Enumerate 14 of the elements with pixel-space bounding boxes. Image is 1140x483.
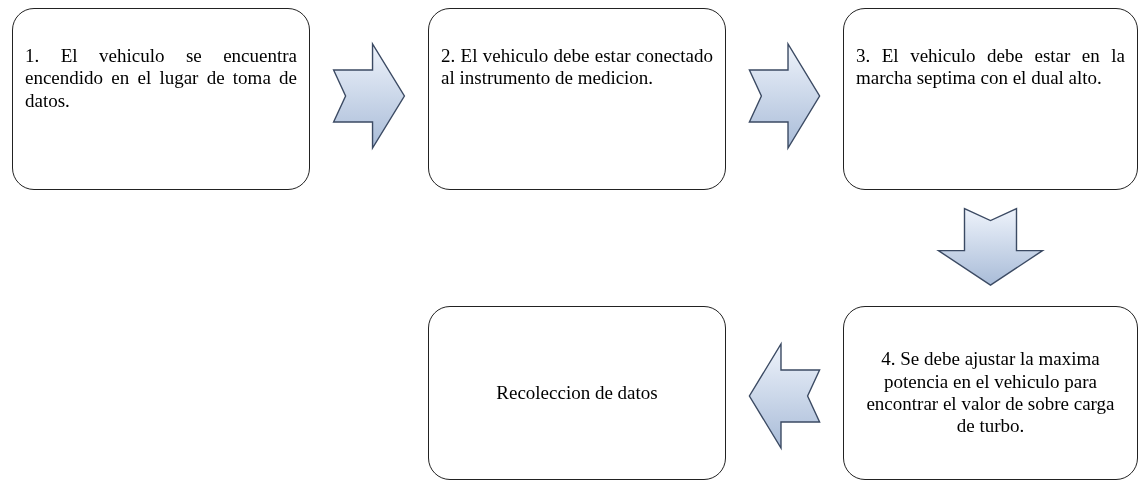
step-text: 4. Se debe ajustar la maxima potencia en el vehiculo para encontrar el valor de sobre carga de turbo. — [865, 348, 1116, 438]
step-text: 3. El vehiculo debe estar en la marcha septima con el dual alto. — [856, 45, 1125, 90]
process-box — [12, 8, 310, 190]
block-arrow — [748, 341, 821, 451]
step-text: 1. El vehiculo se encuentra encendido en el lugar de toma de datos. — [25, 45, 297, 113]
process-box — [843, 8, 1138, 190]
block-arrow — [332, 41, 406, 151]
process-box — [428, 8, 726, 190]
step-text: Recoleccion de datos — [495, 381, 659, 405]
process-box — [843, 306, 1138, 480]
block-arrow — [748, 41, 821, 151]
block-arrow — [936, 207, 1045, 286]
process-box — [428, 306, 726, 480]
step-text: 2. El vehiculo debe estar conectado al instrumento de medicion. — [441, 45, 713, 90]
